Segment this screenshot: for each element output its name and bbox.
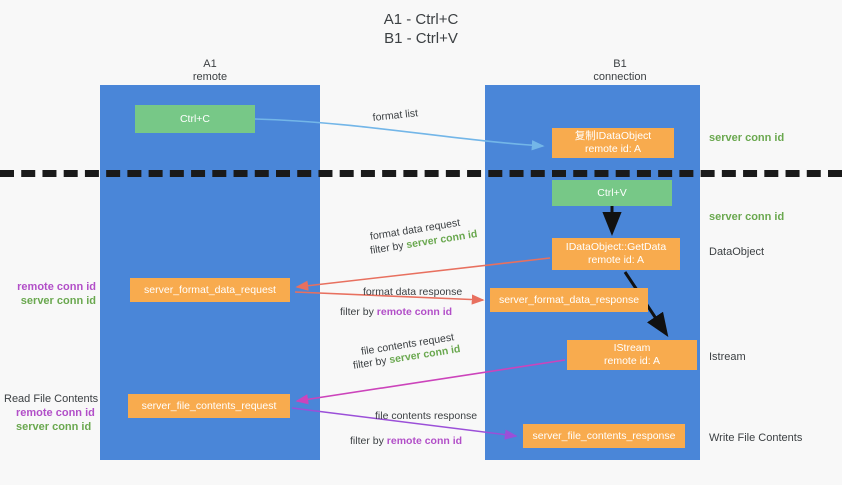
box-server-format-data-response-label: server_format_data_response: [498, 293, 640, 306]
column-header-a1-name: A1: [203, 58, 217, 70]
phase-separator: [0, 170, 842, 177]
box-ctrl-v[interactable]: Ctrl+V: [552, 180, 672, 206]
filter-key-remote-conn-id: remote conn id: [376, 306, 453, 318]
box-idataobject-line1: 复制IDataObject: [574, 130, 652, 142]
box-idataobject-line2: remote id: A: [584, 143, 642, 155]
column-header-a1-role: remote: [192, 71, 228, 83]
box-server-file-contents-response[interactable]: server_file_contents_response: [523, 424, 685, 448]
box-idataobject[interactable]: 复制IDataObject remote id: A: [552, 128, 674, 158]
box-server-format-data-request[interactable]: server_format_data_request: [130, 278, 290, 302]
box-ctrl-c-label: Ctrl+C: [179, 112, 211, 125]
box-ctrl-v-label: Ctrl+V: [597, 186, 627, 199]
annotation-server-conn-id-upper: server conn id: [20, 295, 96, 307]
annotation-istream: Istream: [709, 351, 746, 363]
edge-label-file-contents-response: file contents response: [375, 410, 478, 422]
annotation-dataobject: DataObject: [709, 246, 765, 258]
box-idataobject-getdata[interactable]: IDataObject::GetData remote id: A: [552, 238, 680, 270]
box-server-format-data-response[interactable]: server_format_data_response: [490, 288, 648, 312]
box-server-file-contents-request-label: server_file_contents_request: [141, 399, 277, 412]
box-istream[interactable]: IStream remote id: A: [567, 340, 697, 370]
annotation-server-conn-id-lower: server conn id: [16, 421, 92, 433]
annotation-remote-conn-id-lower: remote conn id: [16, 407, 95, 419]
box-server-format-data-request-label: server_format_data_request: [144, 283, 276, 296]
filter-prefix: filter by: [350, 435, 387, 447]
column-header-b1-name: B1: [613, 58, 627, 70]
annotation-write-file-contents: Write File Contents: [709, 432, 803, 444]
box-server-file-contents-response-label: server_file_contents_response: [532, 429, 676, 442]
box-getdata-line1: IDataObject::GetData: [565, 241, 667, 253]
box-ctrl-c[interactable]: Ctrl+C: [135, 105, 255, 133]
annotation-server-conn-id-mid: server conn id: [709, 211, 785, 223]
annotation-read-file-contents: Read File Contents: [4, 393, 99, 405]
column-header-b1-role: connection: [593, 71, 647, 83]
filter-prefix: filter by: [340, 306, 377, 318]
annotation-server-conn-id-top: server conn id: [709, 132, 785, 144]
box-istream-line1: IStream: [613, 342, 651, 354]
edge-label-format-data-response: format data response: [363, 286, 463, 298]
edge-label-file-contents-response-filter: filter by remote conn id: [350, 434, 462, 448]
filter-prefix: filter by: [352, 354, 391, 372]
box-istream-line2: remote id: A: [603, 355, 661, 367]
filter-key-remote-conn-id: remote conn id: [386, 435, 463, 447]
column-header-a1: A1 remote: [130, 58, 290, 84]
box-getdata-line2: remote id: A: [587, 254, 645, 266]
box-server-file-contents-request[interactable]: server_file_contents_request: [128, 394, 290, 418]
annotation-conn-ids-upper: remote conn id server conn id: [8, 280, 96, 308]
column-header-b1: B1 connection: [540, 58, 700, 84]
edge-label-format-list: format list: [372, 107, 419, 124]
annotation-remote-conn-id-upper: remote conn id: [17, 281, 96, 293]
edge-label-format-data-response-filter: filter by remote conn id: [340, 305, 452, 319]
annotation-read-file-contents-group: Read File Contents remote conn id server…: [4, 392, 100, 434]
page-title: A1 - Ctrl+C B1 - Ctrl+V: [383, 11, 459, 47]
